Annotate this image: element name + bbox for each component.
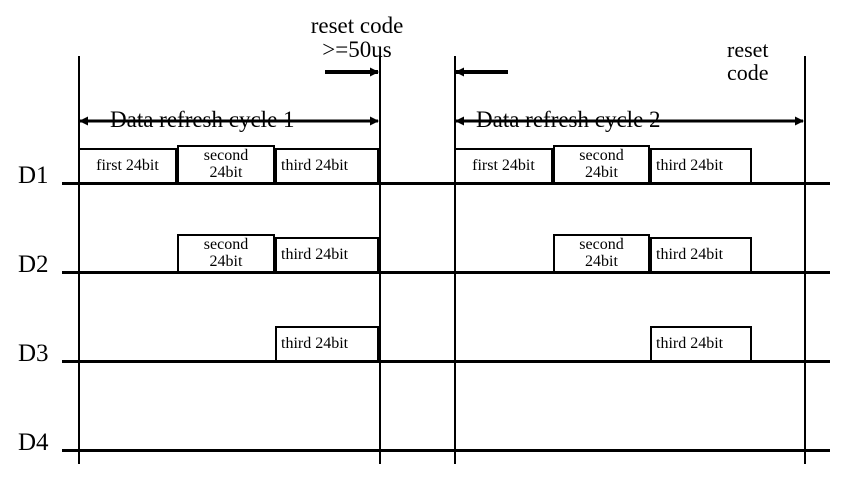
row-label-d2: D2 [18,251,49,278]
packet-label: first 24bit [472,156,535,174]
packet-label: third 24bit [656,245,724,263]
cycle1-label: Data refresh cycle 1 [108,107,297,133]
gridline-cycle2-end [804,56,806,464]
packet-label-line1: second [203,235,249,253]
row-label-d4: D4 [18,429,49,456]
packet-label: first 24bit [96,156,159,174]
packet-d2-c1-second: second 24bit [177,234,275,273]
reset-code-top-line2: >=50us [322,37,392,63]
packet-d2-c2-third: third 24bit [650,237,752,273]
reset-code-right-line2: code [727,60,769,86]
gridline-cycle2-start [454,56,456,464]
row-label-d1: D1 [18,162,49,189]
packet-d1-c1-first: first 24bit [78,148,177,184]
packet-label-line2: 24bit [585,252,618,270]
packet-label: third 24bit [656,334,724,352]
packet-d2-c2-second: second 24bit [553,234,650,273]
packet-d3-c2-third: third 24bit [650,326,752,362]
packet-label: third 24bit [281,156,349,174]
packet-label: third 24bit [281,334,349,352]
packet-d2-c1-third: third 24bit [275,237,379,273]
reset-code-right-line1: reset [727,37,769,62]
packet-d1-c1-second: second 24bit [177,145,275,184]
cycle2-label: Data refresh cycle 2 [474,107,663,133]
packet-label-line2: 24bit [209,163,243,181]
packet-d1-c2-first: first 24bit [454,148,553,184]
baseline-d1 [62,182,830,185]
reset-code-right-label: reset code [727,38,769,84]
packet-label-line1: second [579,146,624,164]
baseline-d3 [62,360,830,363]
reset-code-top-line1: reset code [310,13,404,38]
row-label-d3: D3 [18,340,49,367]
gridline-cycle1-start [78,56,80,464]
baseline-d4 [62,449,830,452]
gridline-cycle1-end [379,56,381,464]
packet-d3-c1-third: third 24bit [275,326,379,362]
packet-d1-c2-second: second 24bit [553,145,650,184]
packet-d1-c1-third: third 24bit [275,148,379,184]
packet-label-line1: second [579,235,624,253]
packet-label-line1: second [203,146,249,164]
packet-d1-c2-third: third 24bit [650,148,752,184]
packet-label: third 24bit [656,156,724,174]
reset-code-top-label: reset code >=50us [227,13,487,63]
packet-label-line2: 24bit [209,252,243,270]
packet-label-line2: 24bit [585,163,618,181]
baseline-d2 [62,271,830,274]
packet-label: third 24bit [281,245,349,263]
